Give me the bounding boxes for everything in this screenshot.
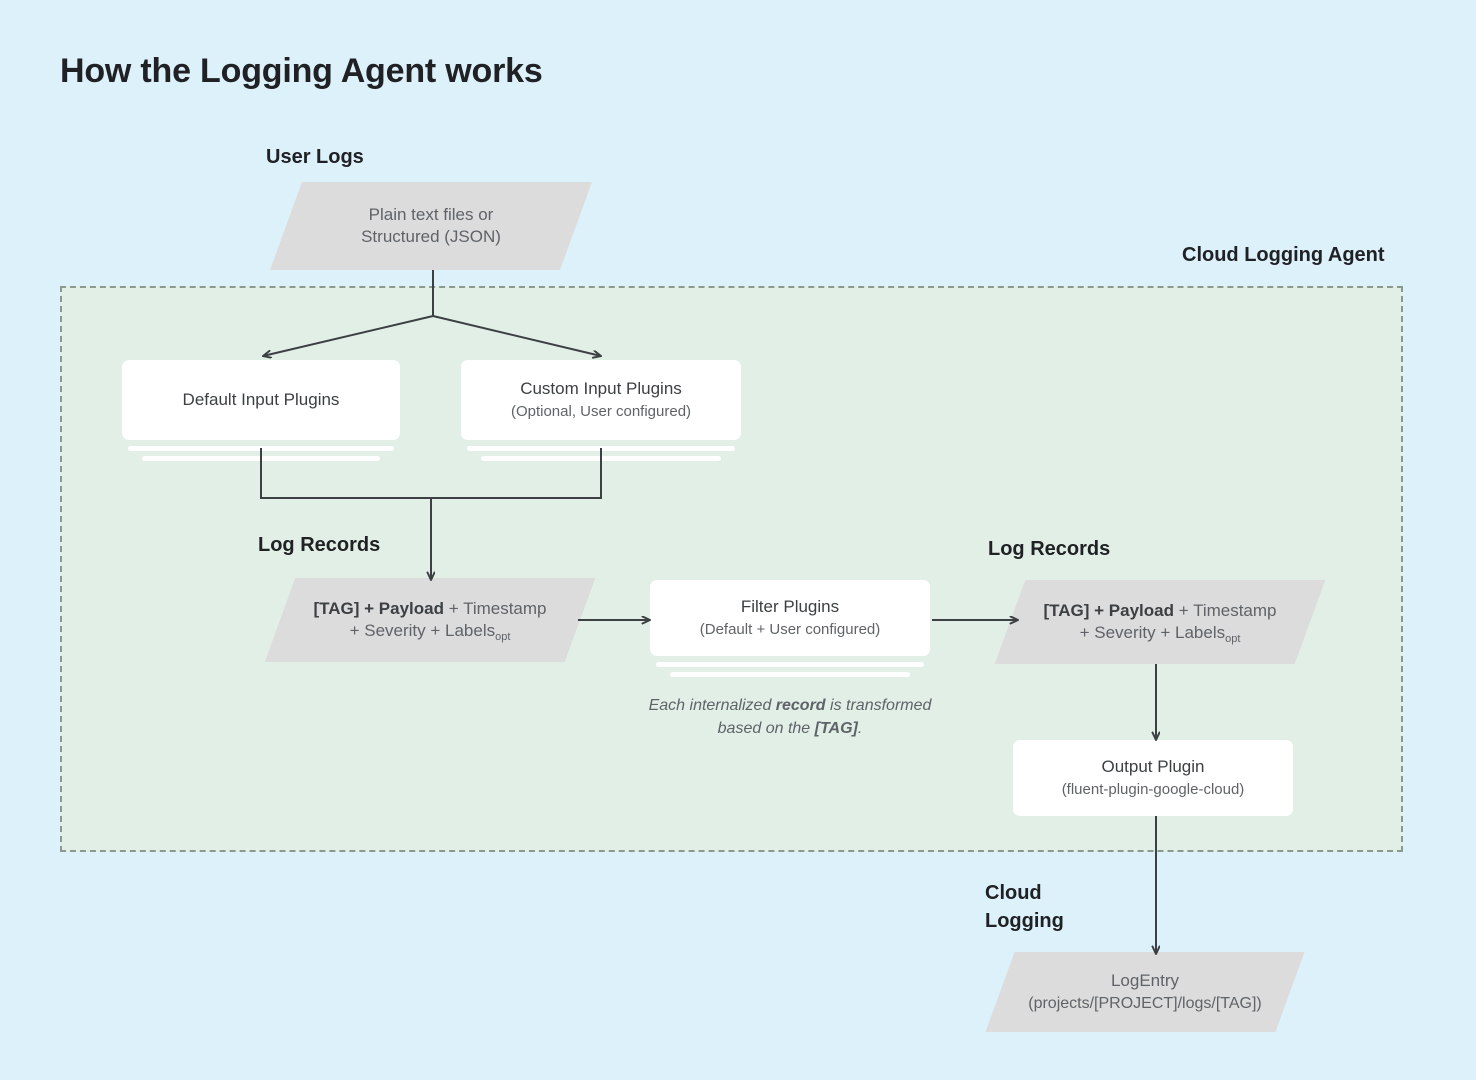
card-stack-layer-2 [142, 456, 380, 461]
node-filter-plugins[interactable]: Filter Plugins (Default + User configure… [650, 580, 930, 677]
user-logs-line2: Structured (JSON) [361, 227, 501, 246]
custom-input-plugins-title: Custom Input Plugins [520, 379, 682, 399]
node-log-entry[interactable]: LogEntry (projects/[PROJECT]/logs/[TAG]) [985, 952, 1305, 1032]
log-entry-title: LogEntry [1110, 971, 1180, 991]
page-title: How the Logging Agent works [60, 52, 543, 90]
log-record-right-subscript: opt [1225, 633, 1241, 645]
log-record-right-line1: [TAG] + Payload + Timestamp [1043, 600, 1276, 622]
log-record-right-line2-prefix: + Severity + Labels [1079, 623, 1226, 642]
user-logs-line1: Plain text files or [368, 204, 494, 224]
filter-plugins-subtitle: (Default + User configured) [699, 621, 881, 639]
default-input-plugins-title: Default Input Plugins [182, 389, 340, 409]
node-log-record-left[interactable]: [TAG] + Payload + Timestamp + Severity +… [264, 578, 596, 662]
log-record-right-line2: + Severity + Labelsopt [1079, 622, 1241, 645]
label-cloud-logging-agent: Cloud Logging Agent [1182, 244, 1385, 266]
filter-plugins-title: Filter Plugins [740, 597, 840, 617]
caption-bold-record: record [775, 697, 826, 714]
log-record-left-line2: + Severity + Labelsopt [349, 620, 511, 643]
output-plugin-title: Output Plugin [1101, 757, 1205, 777]
caption-transform-note: Each internalized record is transformed … [640, 694, 940, 740]
node-output-plugin[interactable]: Output Plugin (fluent-plugin-google-clou… [1013, 740, 1293, 816]
node-log-record-right[interactable]: [TAG] + Payload + Timestamp + Severity +… [994, 580, 1326, 664]
label-cloud-logging: Cloud Logging [985, 882, 1064, 933]
caption-part2: is transformed based on the [717, 697, 932, 738]
caption-part3: . [857, 720, 863, 738]
node-default-input-plugins[interactable]: Default Input Plugins [122, 360, 400, 461]
node-user-logs-source[interactable]: Plain text files or Structured (JSON) [269, 182, 593, 270]
card-stack-layer-1 [467, 446, 735, 451]
log-record-right-bold: [TAG] + Payload [1043, 600, 1174, 620]
node-custom-input-plugins[interactable]: Custom Input Plugins (Optional, User con… [461, 360, 741, 461]
label-log-records-right: Log Records [988, 538, 1111, 560]
card-stack-layer-1 [656, 662, 924, 667]
log-record-left-line2-prefix: + Severity + Labels [349, 621, 496, 640]
card-stack-layer-2 [670, 672, 910, 677]
card-stack-layer-2 [481, 456, 721, 461]
log-record-left-line1: [TAG] + Payload + Timestamp [313, 598, 546, 620]
log-record-right-rest: + Timestamp [1174, 600, 1277, 620]
label-user-logs: User Logs [266, 146, 364, 168]
custom-input-plugins-subtitle: (Optional, User configured) [510, 403, 692, 421]
label-log-records-left: Log Records [258, 534, 381, 556]
log-entry-subtitle: (projects/[PROJECT]/logs/[TAG]) [1028, 994, 1262, 1012]
caption-part1: Each internalized [648, 697, 776, 714]
output-plugin-subtitle: (fluent-plugin-google-cloud) [1061, 781, 1245, 799]
log-record-left-bold: [TAG] + Payload [313, 598, 444, 618]
log-record-left-subscript: opt [495, 631, 511, 643]
card-stack-layer-1 [128, 446, 394, 451]
caption-bold-tag: [TAG] [814, 720, 858, 738]
log-record-left-rest: + Timestamp [444, 598, 547, 618]
